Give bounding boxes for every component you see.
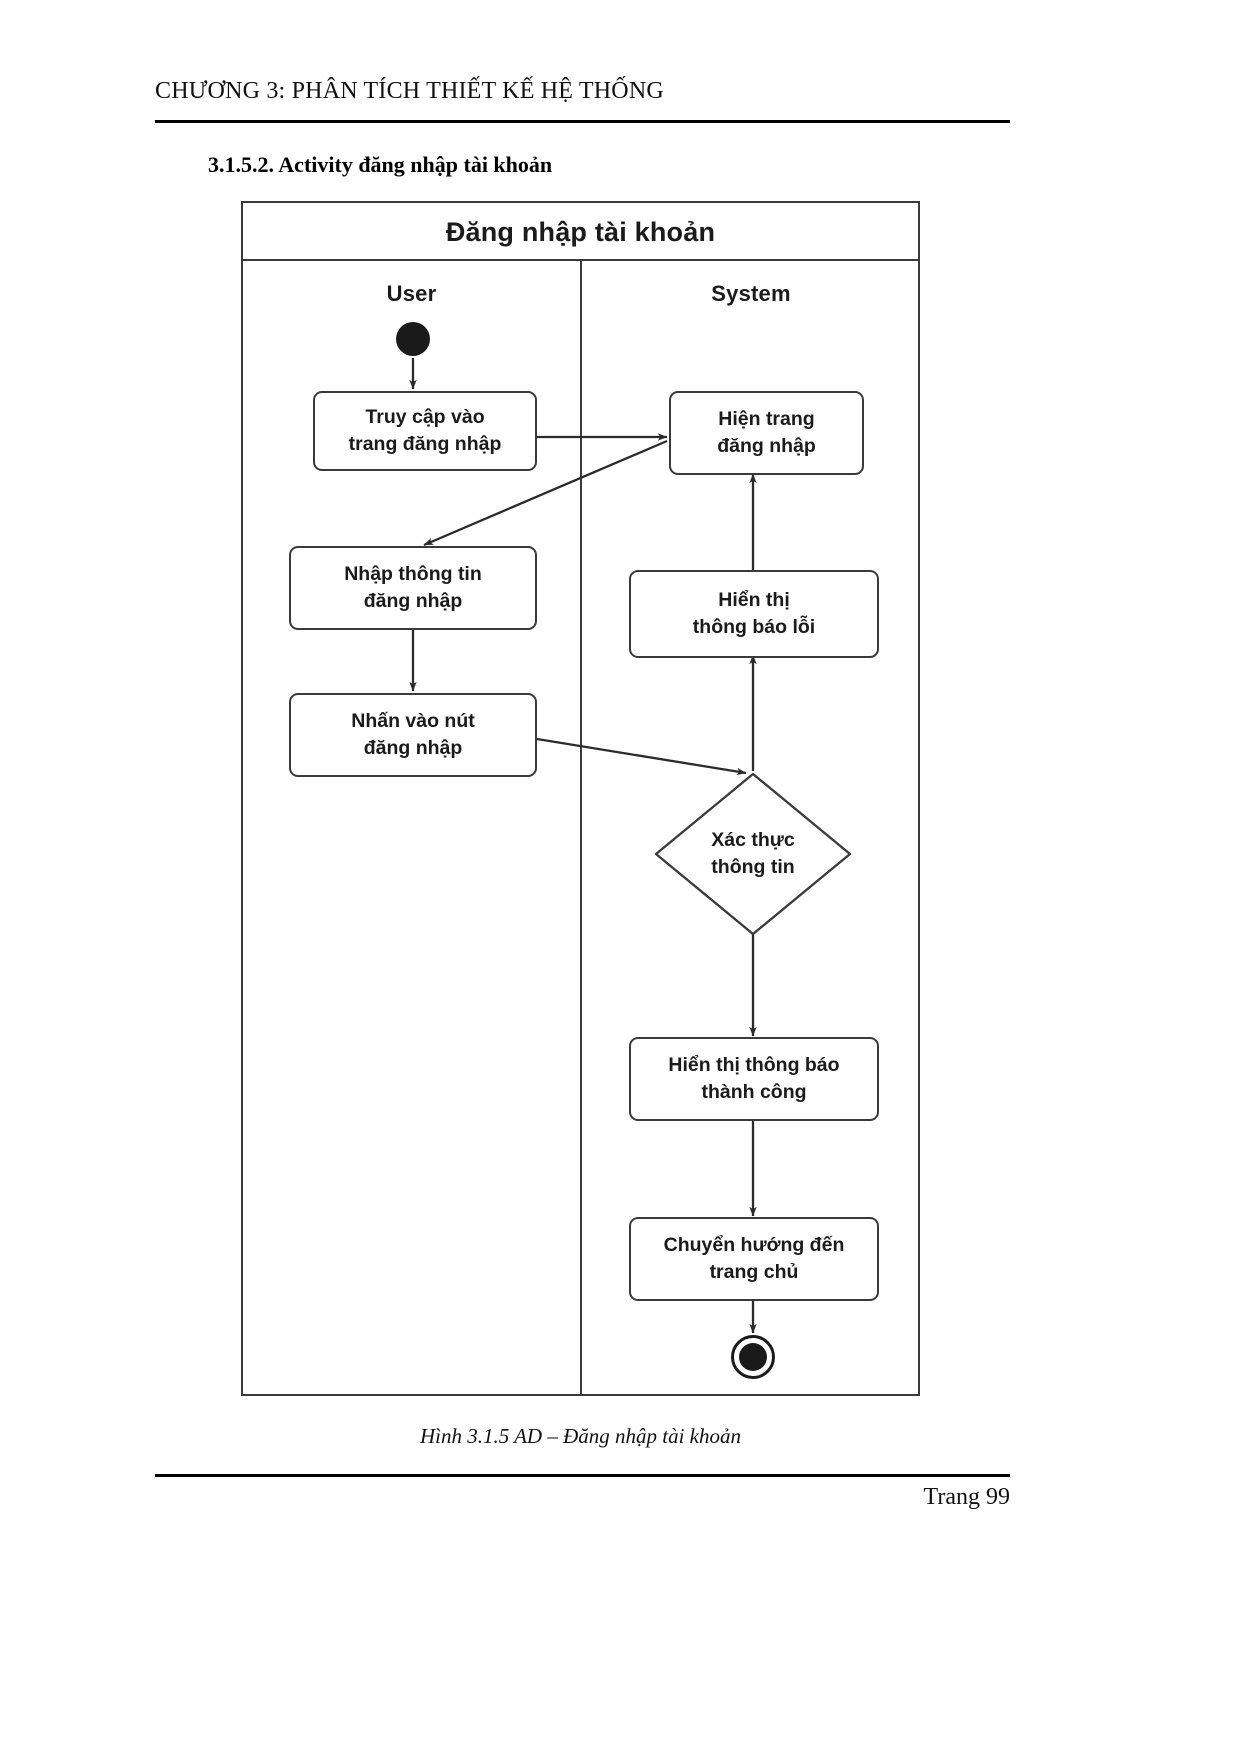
decision-xac-thuc-thong-tin[interactable]: Xác thực thông tin	[653, 771, 853, 937]
swimlane-header-system: System	[711, 281, 791, 306]
edge-nhannut-to-xacthuc	[536, 737, 747, 776]
action-label-line2: đăng nhập	[363, 590, 463, 612]
swimlane-header-user: User	[386, 281, 437, 306]
action-nhap-thong-tin-dang-nhap[interactable]: Nhập thông tin đăng nhập	[289, 546, 537, 630]
action-label: Nhập thông tin đăng nhập	[344, 561, 482, 615]
action-label: Chuyển hướng đến trang chủ	[664, 1232, 845, 1286]
decision-diamond-shape	[654, 772, 852, 936]
action-label-line2: đăng nhập	[363, 737, 463, 759]
action-label-line1: Nhập thông tin	[344, 563, 482, 586]
action-nhan-vao-nut-dang-nhap[interactable]: Nhấn vào nút đăng nhập	[289, 693, 537, 777]
figure-caption: Hình 3.1.5 AD – Đăng nhập tài khoản	[419, 1424, 742, 1448]
decision-label-line1: Xác thực	[711, 829, 795, 852]
action-label-line2: đăng nhập	[717, 435, 816, 457]
action-label: Truy cập vào trang đăng nhập	[349, 404, 502, 458]
action-label: Hiển thị thông báo thành công	[668, 1052, 839, 1106]
action-label-line2: thành công	[701, 1081, 807, 1103]
action-label: Nhấn vào nút đăng nhập	[351, 708, 475, 762]
action-truy-cap-trang-dang-nhap[interactable]: Truy cập vào trang đăng nhập	[313, 391, 537, 471]
swimlane-divider	[580, 261, 582, 1396]
action-label-line1: Chuyển hướng đến	[663, 1234, 845, 1257]
action-label: Hiện trang đăng nhập	[717, 406, 816, 460]
footer-rule	[155, 1474, 1010, 1477]
action-label-line1: Nhấn vào nút	[351, 710, 475, 733]
action-label-line1: Hiển thị thông báo	[668, 1054, 840, 1077]
final-node	[731, 1335, 775, 1379]
header-rule	[155, 120, 1010, 123]
action-label-line2: trang đăng nhập	[348, 433, 502, 455]
diagram-title: Đăng nhập tài khoản	[243, 203, 918, 261]
action-label: Hiển thị thông báo lỗi	[693, 587, 815, 641]
action-label-line2: thông báo lỗi	[692, 616, 816, 638]
decision-label-line2: thông tin	[711, 856, 795, 878]
action-label-line1: Truy cập vào	[365, 406, 485, 429]
section-heading: 3.1.5.2. Activity đăng nhập tài khoản	[208, 152, 553, 177]
decision-label: Xác thực thông tin	[711, 827, 794, 881]
running-head: CHƯƠNG 3: PHÂN TÍCH THIẾT KẾ HỆ THỐNG	[155, 78, 664, 104]
action-hien-thi-thong-bao-loi[interactable]: Hiển thị thông báo lỗi	[629, 570, 879, 658]
action-hien-trang-dang-nhap[interactable]: Hiện trang đăng nhập	[669, 391, 864, 475]
activity-diagram: Đăng nhập tài khoản User System	[241, 201, 920, 1396]
action-label-line2: trang chủ	[709, 1261, 799, 1283]
page-number: Trang 99	[923, 1484, 1010, 1510]
action-label-line1: Hiện trang	[718, 408, 815, 431]
initial-node	[396, 322, 430, 356]
action-label-line1: Hiển thị	[718, 589, 790, 612]
action-hien-thi-thong-bao-thanh-cong[interactable]: Hiển thị thông báo thành công	[629, 1037, 879, 1121]
action-chuyen-huong-den-trang-chu[interactable]: Chuyển hướng đến trang chủ	[629, 1217, 879, 1301]
